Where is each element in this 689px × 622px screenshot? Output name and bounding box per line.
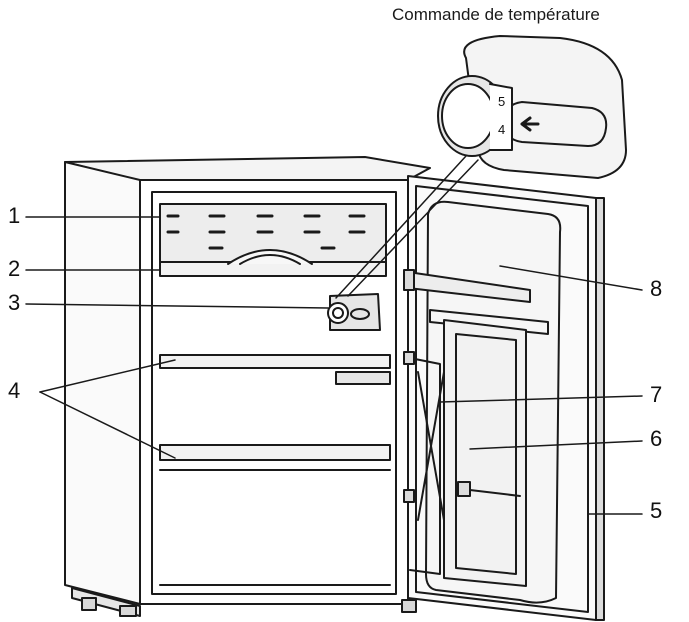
temperature-control-caption: Commande de température: [392, 5, 600, 24]
temperature-control-inset: [437, 35, 627, 179]
dial-number-4: 4: [498, 122, 505, 137]
callout-4: 4: [8, 378, 21, 403]
door-bin-upper: [403, 269, 549, 335]
drip-tray: [159, 249, 387, 277]
callout-6: 6: [650, 426, 663, 451]
callout-8: 8: [650, 276, 663, 301]
callout-3: 3: [8, 290, 21, 315]
callout-2: 2: [8, 256, 21, 281]
door-shelf: [443, 319, 527, 587]
cabinet-body: [64, 156, 431, 617]
shelves: [159, 354, 391, 586]
dial-number-5: 5: [498, 94, 505, 109]
thermostat-knob: [327, 293, 381, 331]
callout-5: 5: [650, 498, 663, 523]
callout-leader-lines: [25, 155, 643, 515]
callout-7: 7: [650, 382, 663, 407]
callout-1: 1: [8, 203, 21, 228]
bottle-retainer: [403, 351, 521, 575]
